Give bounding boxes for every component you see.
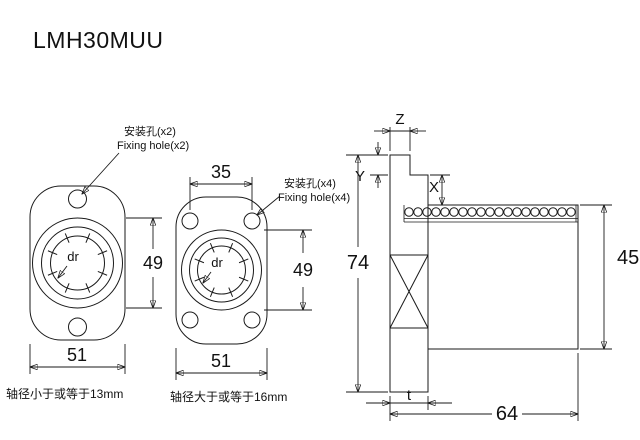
dim-width-51: 51 <box>176 348 267 380</box>
fixing-hole-top <box>68 189 87 209</box>
bore-groove-ticks <box>194 243 249 297</box>
mount-hole-leader <box>257 195 281 215</box>
bore-cross-section <box>389 254 429 329</box>
middle-view: dr 35 安装孔(x4) Fixing hole(x4) 49 51 <box>170 162 350 404</box>
bore-circle <box>197 245 246 295</box>
dim-width-value: 51 <box>67 345 87 365</box>
side-view: Z Y X 74 45 <box>346 111 639 425</box>
part-number-title: LMH30MUU <box>33 27 164 53</box>
dim-pilot-z: Z <box>374 111 426 151</box>
left-view: dr 49 51 安装孔(x2) Fixing hole(x2) 轴径小于或等于… <box>6 124 189 401</box>
dim-flange-od-74: 74 <box>346 155 388 392</box>
dim-outer-value: 49 <box>143 253 163 273</box>
dim-width-51: 51 <box>30 344 125 374</box>
shaft-note-middle: 轴径大于或等于16mm <box>170 389 287 404</box>
mount-label-cn: 安装孔(x4) <box>284 176 336 190</box>
ball-row <box>404 207 576 217</box>
dim-hole-pitch-35: 35 <box>190 162 252 210</box>
dr-leader-line <box>203 271 212 283</box>
body-outline <box>427 204 579 350</box>
flange-outline-2hole <box>29 185 126 341</box>
mount-label-en: Fixing hole(x2) <box>117 140 189 152</box>
dim-width-value: 51 <box>211 351 231 371</box>
dim-45-value: 45 <box>617 247 639 269</box>
dim-64-value: 64 <box>496 403 518 425</box>
bearing-ring-circle <box>189 237 254 303</box>
dim-outer-value: 49 <box>293 260 313 280</box>
fixing-hole-bottom <box>68 317 87 337</box>
dim-z-label: Z <box>395 111 404 128</box>
dim-y-label: Y <box>355 168 365 185</box>
dim-outer-49: 49 <box>126 218 163 308</box>
bore-diameter-label: dr <box>211 255 223 270</box>
dim-x-label: X <box>429 179 439 196</box>
dim-outer-49: 49 <box>264 230 313 310</box>
mount-label-cn: 安装孔(x2) <box>124 124 176 138</box>
dim-step-y: Y <box>346 142 388 188</box>
dim-step-x: X <box>429 175 450 205</box>
dim-74-value: 74 <box>347 252 369 274</box>
bearing-outer-circle <box>32 217 123 309</box>
flange-section-outline <box>389 154 429 393</box>
fixing-hole-top-right <box>243 212 261 230</box>
dim-flange-thickness-t: t <box>366 387 452 410</box>
dim-t-label: t <box>407 387 412 404</box>
fixing-hole-bottom-left <box>181 311 199 329</box>
bore-circle <box>50 235 105 291</box>
shaft-note-left: 轴径小于或等于13mm <box>6 386 123 401</box>
flange-outline-4hole <box>175 196 268 345</box>
dim-body-od-45: 45 <box>580 205 639 349</box>
bearing-outer-circle <box>181 229 262 311</box>
bore-groove-ticks <box>47 233 108 293</box>
mount-hole-leader <box>82 152 120 194</box>
bearing-ring-circle <box>41 226 114 300</box>
bore-diameter-label: dr <box>67 249 79 264</box>
fixing-hole-top-left <box>181 212 199 230</box>
fixing-hole-bottom-right <box>243 311 261 329</box>
mount-label-en: Fixing hole(x4) <box>278 192 350 204</box>
dr-leader-line <box>58 265 68 278</box>
dim-length-64: 64 <box>390 353 578 425</box>
dim-hole-pitch-value: 35 <box>211 162 231 182</box>
